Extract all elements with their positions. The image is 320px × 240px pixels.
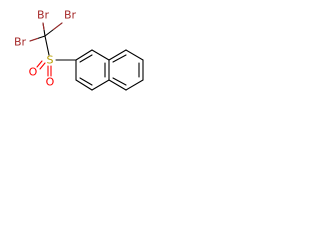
atom-sulfur: S: [47, 54, 54, 67]
ring-double-4: [112, 54, 127, 63]
bond-br-top-right-half: [52, 22, 63, 31]
atom-labels: Br Br Br S O O: [14, 9, 77, 89]
bond-c-s: [44, 35, 50, 56]
naphthalene-ring: [75, 49, 144, 91]
atom-br-top-left: Br: [37, 9, 50, 22]
bond-s-o-double-a: [36, 60, 43, 68]
molecule-structure: Br Br Br S O O: [14, 9, 144, 91]
bond-br-top-left-half: [42, 22, 45, 31]
atom-oxygen-bottom: O: [46, 76, 55, 89]
bond-s-o-double-b: [39, 62, 46, 70]
ring-double-3: [79, 77, 93, 86]
bond-br-left-half: [29, 37, 39, 42]
atom-br-top-right: Br: [64, 9, 77, 22]
atom-br-left: Br: [14, 36, 27, 49]
ring-bond-4: [91, 79, 110, 91]
ring-bond-10: [125, 79, 144, 91]
ring-bond-2: [91, 49, 110, 61]
ring-bond-11: [108, 79, 127, 91]
sulfonyl-bonds: [36, 60, 52, 77]
ring-bond-5: [75, 79, 93, 91]
ring-double-1: [79, 54, 93, 63]
atom-oxygen-left: O: [29, 66, 38, 79]
tribromomethyl-bonds: [29, 22, 63, 42]
ring-double-6: [112, 77, 127, 86]
ring-bond-1: [75, 49, 93, 61]
ring-bond-7: [108, 49, 127, 61]
ring-bond-8: [125, 49, 144, 61]
